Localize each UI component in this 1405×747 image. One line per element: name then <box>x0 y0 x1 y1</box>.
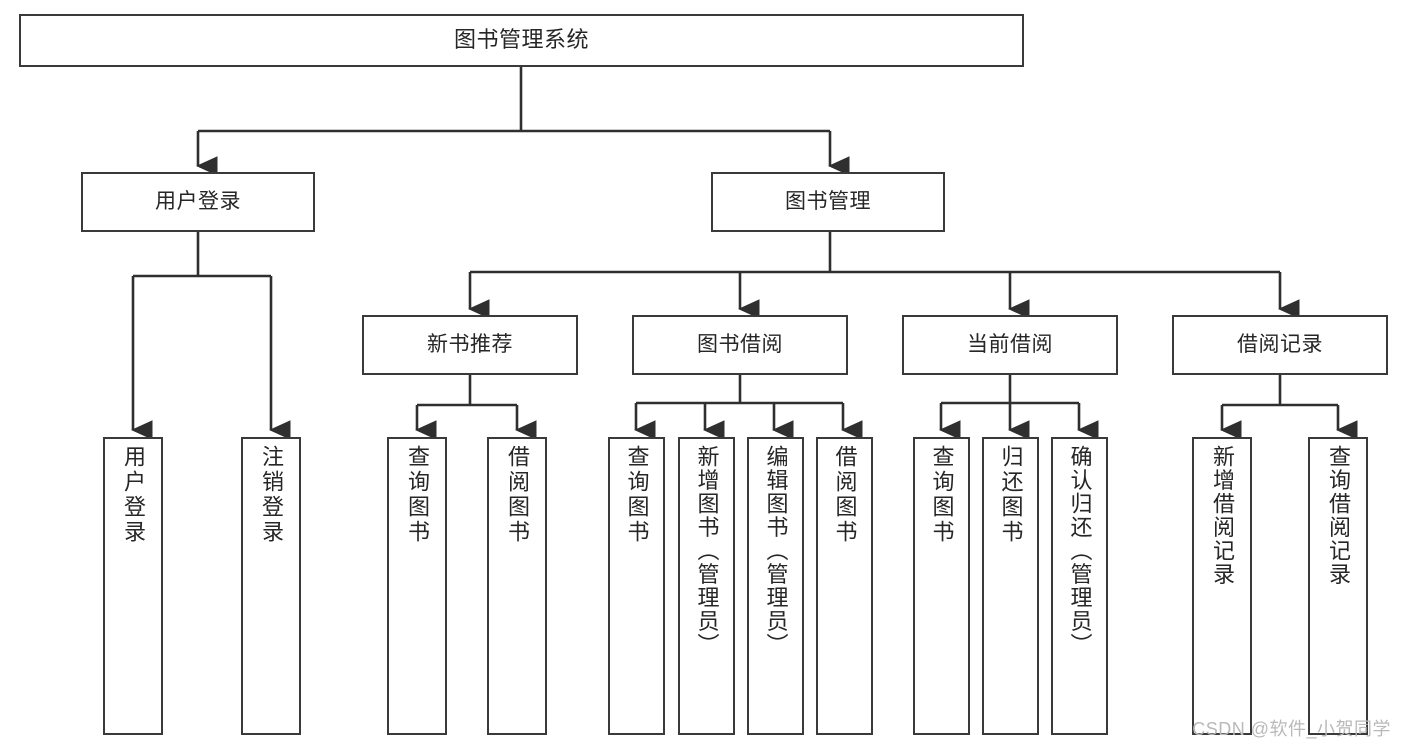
node-book-management[interactable]: 图书管理 <box>711 172 945 232</box>
node-root[interactable]: 图书管理系统 <box>19 14 1024 67</box>
node-leaf-borrow-borrow-book-label: 借阅图书 <box>832 445 858 545</box>
node-new-book-recommend[interactable]: 新书推荐 <box>362 315 578 375</box>
node-borrow-record-label: 借阅记录 <box>1237 333 1323 357</box>
node-leaf-borrow-borrow-book[interactable]: 借阅图书 <box>816 437 873 735</box>
node-leaf-current-query[interactable]: 查询图书 <box>913 437 970 735</box>
node-leaf-new-book-borrow-label: 借阅图书 <box>505 445 530 545</box>
node-leaf-current-query-label: 查询图书 <box>929 445 955 545</box>
node-leaf-borrow-edit-book-label: 编辑图书（管理员） <box>763 445 789 657</box>
node-root-label: 图书管理系统 <box>453 27 589 53</box>
node-leaf-borrow-query-label: 查询图书 <box>624 445 650 545</box>
node-book-borrow[interactable]: 图书借阅 <box>632 315 848 375</box>
node-leaf-borrow-add-book-label: 新增图书（管理员） <box>694 445 720 657</box>
node-leaf-record-query-label: 查询借阅记录 <box>1326 445 1351 586</box>
node-leaf-user-login-logout-label: 注销登录 <box>259 445 284 545</box>
node-leaf-new-book-query[interactable]: 查询图书 <box>387 437 447 735</box>
node-leaf-new-book-query-label: 查询图书 <box>405 445 430 545</box>
node-book-management-label: 图书管理 <box>785 190 871 214</box>
node-user-login-label: 用户登录 <box>155 190 241 214</box>
node-leaf-current-confirm-return-label: 确认归还（管理员） <box>1067 445 1093 657</box>
node-leaf-record-add-label: 新增借阅记录 <box>1210 445 1235 586</box>
node-new-book-recommend-label: 新书推荐 <box>427 333 513 357</box>
node-leaf-current-return-label: 归还图书 <box>998 445 1024 545</box>
node-leaf-user-login-logout[interactable]: 注销登录 <box>241 437 301 735</box>
node-book-borrow-label: 图书借阅 <box>697 333 783 357</box>
node-borrow-record[interactable]: 借阅记录 <box>1172 315 1388 375</box>
node-current-borrow-label: 当前借阅 <box>967 333 1053 357</box>
node-leaf-record-add[interactable]: 新增借阅记录 <box>1192 437 1252 735</box>
node-leaf-user-login-login-label: 用户登录 <box>121 445 146 545</box>
csdn-watermark: CSDN @软件_小贺同学 <box>1192 719 1391 739</box>
node-current-borrow[interactable]: 当前借阅 <box>902 315 1118 375</box>
node-leaf-borrow-add-book[interactable]: 新增图书（管理员） <box>678 437 735 735</box>
node-leaf-new-book-borrow[interactable]: 借阅图书 <box>487 437 547 735</box>
node-leaf-current-confirm-return[interactable]: 确认归还（管理员） <box>1051 437 1108 735</box>
node-leaf-current-return[interactable]: 归还图书 <box>982 437 1039 735</box>
node-leaf-record-query[interactable]: 查询借阅记录 <box>1308 437 1368 735</box>
node-leaf-borrow-edit-book[interactable]: 编辑图书（管理员） <box>747 437 804 735</box>
node-leaf-user-login-login[interactable]: 用户登录 <box>103 437 163 735</box>
node-user-login[interactable]: 用户登录 <box>81 172 315 232</box>
node-leaf-borrow-query[interactable]: 查询图书 <box>608 437 665 735</box>
